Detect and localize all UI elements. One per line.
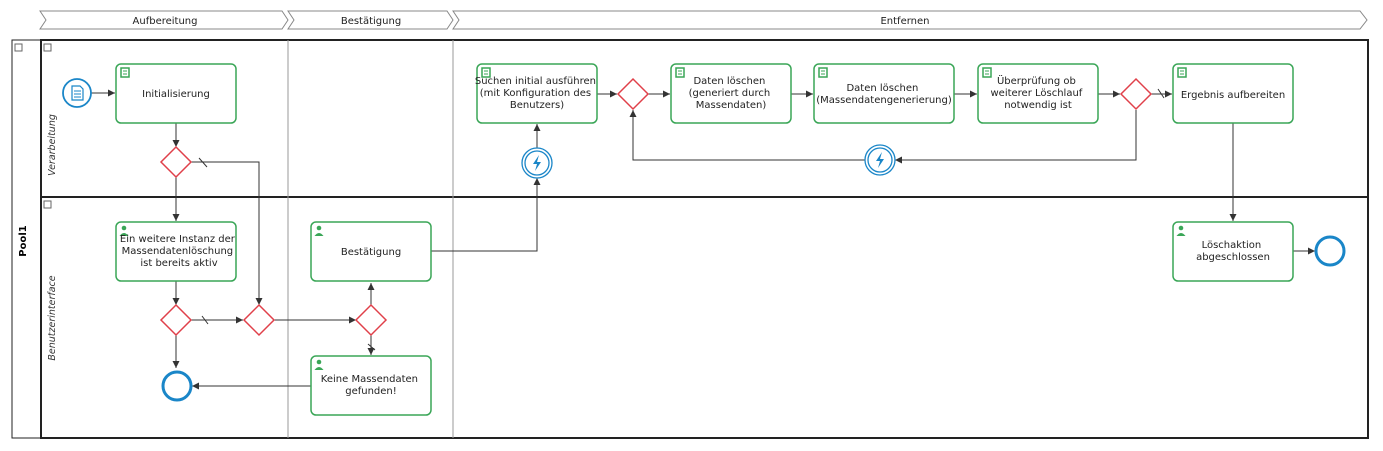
lane-collapse-icon[interactable]: [43, 43, 52, 52]
script-icon: [982, 67, 992, 78]
task-label: Suchen initial ausführen (mit Konfigurat…: [475, 76, 599, 111]
task-daten-loeschen-massendatengenerierung[interactable]: Daten löschen (Massendatengenerierung): [813, 63, 955, 124]
default-marker: [198, 157, 208, 168]
script-icon: [120, 67, 130, 78]
end-event[interactable]: [1314, 235, 1346, 267]
lane-benutzerinterface[interactable]: Benutzerinterface: [43, 200, 58, 361]
document-icon: [71, 85, 84, 101]
pool-label: Pool1: [18, 225, 29, 256]
task-label: Löschaktion abgeschlossen: [1196, 240, 1270, 263]
exclusive-gateway[interactable]: [354, 303, 388, 337]
lightning-icon: [876, 152, 884, 168]
flow: [629, 110, 865, 161]
exclusive-gateway[interactable]: [242, 303, 276, 337]
task-ueberpruefung[interactable]: Überprüfung ob weiterer Löschlauf notwen…: [977, 63, 1099, 124]
task-label: Bestätigung: [341, 247, 401, 258]
task-ergebnis-aufbereiten[interactable]: Ergebnis aufbereiten: [1172, 63, 1294, 124]
script-icon: [1177, 67, 1187, 78]
start-event-document[interactable]: [62, 78, 92, 108]
task-suchen-initial[interactable]: Suchen initial ausführen (mit Konfigurat…: [475, 63, 599, 124]
task-bestaetigung[interactable]: Bestätigung: [310, 221, 432, 282]
phase-label: Aufbereitung: [133, 16, 198, 27]
script-icon: [675, 67, 685, 78]
flow: [895, 110, 1137, 164]
task-label: Ein weitere Instanz der Massendatenlösch…: [120, 234, 238, 269]
phase-header-aufbereitung[interactable]: Aufbereitung: [39, 10, 289, 30]
lane-label: Benutzerinterface: [47, 275, 58, 360]
task-weitere-instanz[interactable]: Ein weitere Instanz der Massendatenlösch…: [115, 221, 238, 282]
flow: [191, 161, 263, 305]
lightning-icon: [533, 155, 541, 171]
end-event[interactable]: [161, 370, 193, 402]
task-daten-loeschen-generiert[interactable]: Daten löschen (generiert durch Massendat…: [670, 63, 792, 124]
task-initialisierung[interactable]: Initialisierung: [115, 63, 237, 124]
lane-label: Verarbeitung: [47, 114, 58, 176]
exclusive-gateway[interactable]: [1119, 77, 1153, 111]
exclusive-gateway[interactable]: [616, 77, 650, 111]
default-marker: [1157, 88, 1165, 99]
user-icon: [314, 225, 324, 236]
exclusive-gateway[interactable]: [159, 145, 193, 179]
task-keine-massendaten[interactable]: Keine Massendaten gefunden!: [310, 355, 432, 416]
task-label: Daten löschen (Massendatengenerierung): [816, 83, 952, 106]
exclusive-gateway[interactable]: [159, 303, 193, 337]
phase-header-entfernen[interactable]: Entfernen: [452, 10, 1368, 30]
lane-verarbeitung[interactable]: Verarbeitung: [43, 43, 58, 176]
pool-frame: [40, 39, 1369, 439]
task-label: Keine Massendaten gefunden!: [321, 374, 421, 397]
default-marker: [367, 343, 376, 351]
intermediate-event-signal[interactable]: [521, 147, 553, 179]
phase-label: Entfernen: [880, 16, 929, 27]
phase-header-bestaetigung[interactable]: Bestätigung: [287, 10, 454, 30]
task-label: Initialisierung: [142, 89, 210, 100]
task-loeschaktion-abgeschlossen[interactable]: Löschaktion abgeschlossen: [1172, 221, 1294, 282]
user-icon: [119, 225, 129, 236]
pool-label-band[interactable]: [11, 39, 42, 439]
script-icon: [481, 67, 491, 78]
user-icon: [1176, 225, 1186, 236]
task-label: Daten löschen (generiert durch Massendat…: [689, 76, 774, 111]
phase-label: Bestätigung: [341, 16, 401, 27]
default-marker: [201, 315, 209, 325]
flow: [431, 178, 541, 252]
lane-collapse-icon[interactable]: [43, 200, 52, 209]
user-icon: [314, 359, 324, 370]
script-icon: [818, 67, 828, 78]
sequence-flows: [91, 88, 1315, 390]
pool-collapse-icon[interactable]: [14, 43, 23, 52]
intermediate-event-signal[interactable]: [864, 144, 896, 176]
task-label: Überprüfung ob weiterer Löschlauf notwen…: [990, 74, 1085, 111]
task-label: Ergebnis aufbereiten: [1181, 90, 1285, 101]
